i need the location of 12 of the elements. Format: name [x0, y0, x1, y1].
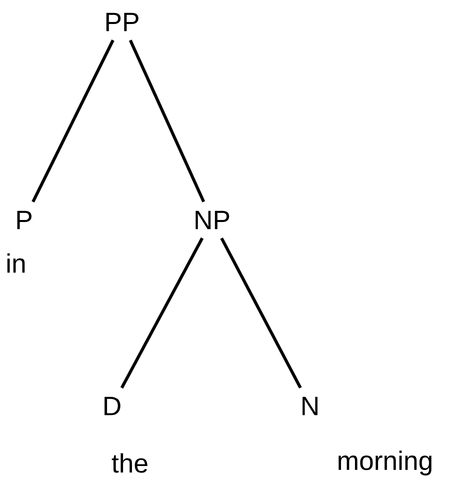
category-label: N [302, 396, 318, 416]
word-label: morning [338, 450, 432, 476]
branch-line [120, 237, 204, 389]
branch-line [32, 40, 114, 202]
word-label: the [112, 453, 148, 473]
category-label: D [104, 396, 120, 416]
category-label: NP [196, 210, 230, 230]
category-label: P [17, 210, 32, 230]
branch-line [128, 40, 206, 202]
branch-line [220, 237, 302, 389]
category-label: PP [106, 12, 138, 32]
word-label: in [7, 253, 25, 273]
